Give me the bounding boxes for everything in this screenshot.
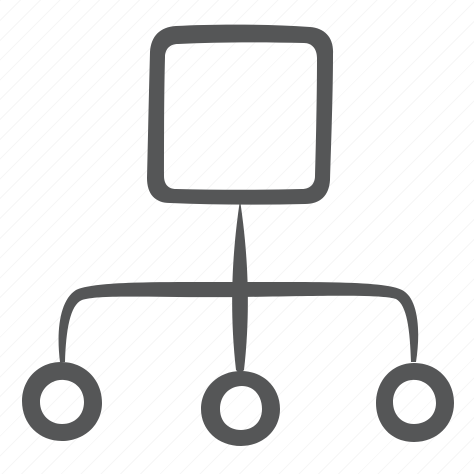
child-node-middle	[201, 371, 280, 446]
parent-node-square	[147, 24, 334, 205]
horizontal-branch	[58, 281, 419, 362]
child-node-right	[376, 363, 454, 442]
child-node-left	[22, 362, 102, 441]
